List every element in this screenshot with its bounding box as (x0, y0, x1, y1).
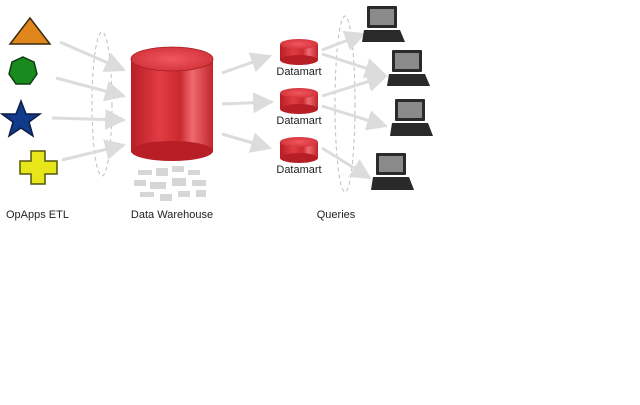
triangle-icon (8, 16, 52, 45)
queries-label: Queries (316, 209, 356, 221)
laptop-icon-1 (362, 6, 405, 42)
query-ring (334, 15, 356, 193)
cross-icon (19, 150, 58, 185)
datamart-cylinder-3 (280, 137, 318, 163)
sources-label: OpApps ETL (6, 209, 69, 221)
datamart-cylinder-1 (280, 39, 318, 65)
arrow-dw-3 (221, 132, 273, 153)
arrow-q-1 (321, 30, 366, 52)
datamart-cylinder-2 (280, 88, 318, 114)
source-arrows (51, 40, 127, 162)
arrow-q-5 (321, 146, 372, 180)
heptagon-icon (8, 56, 38, 85)
arrow-3 (51, 108, 127, 130)
query-arrows (321, 30, 389, 180)
arrow-dw-2 (221, 92, 275, 114)
datamart-label-2: Datamart (276, 115, 322, 127)
laptop-icon-2 (387, 50, 430, 86)
data-warehouse-cylinder (130, 46, 214, 161)
warehouse-label: Data Warehouse (130, 209, 214, 221)
laptop-icon-3 (390, 99, 433, 136)
laptop-icon-4 (371, 153, 414, 190)
arrow-q-3 (321, 71, 389, 98)
collection-ring (91, 31, 113, 177)
arrow-1 (59, 40, 126, 73)
star-icon (0, 98, 43, 138)
schema-sketch-icon (134, 166, 206, 201)
warehouse-arrows (221, 52, 275, 153)
arrow-dw-1 (221, 52, 272, 75)
arrow-2 (55, 76, 127, 102)
datamart-label-1: Datamart (276, 66, 322, 78)
arrow-4 (61, 139, 127, 162)
arrow-q-4 (321, 104, 389, 131)
datamart-label-3: Datamart (276, 164, 322, 176)
arrow-q-2 (321, 52, 386, 79)
